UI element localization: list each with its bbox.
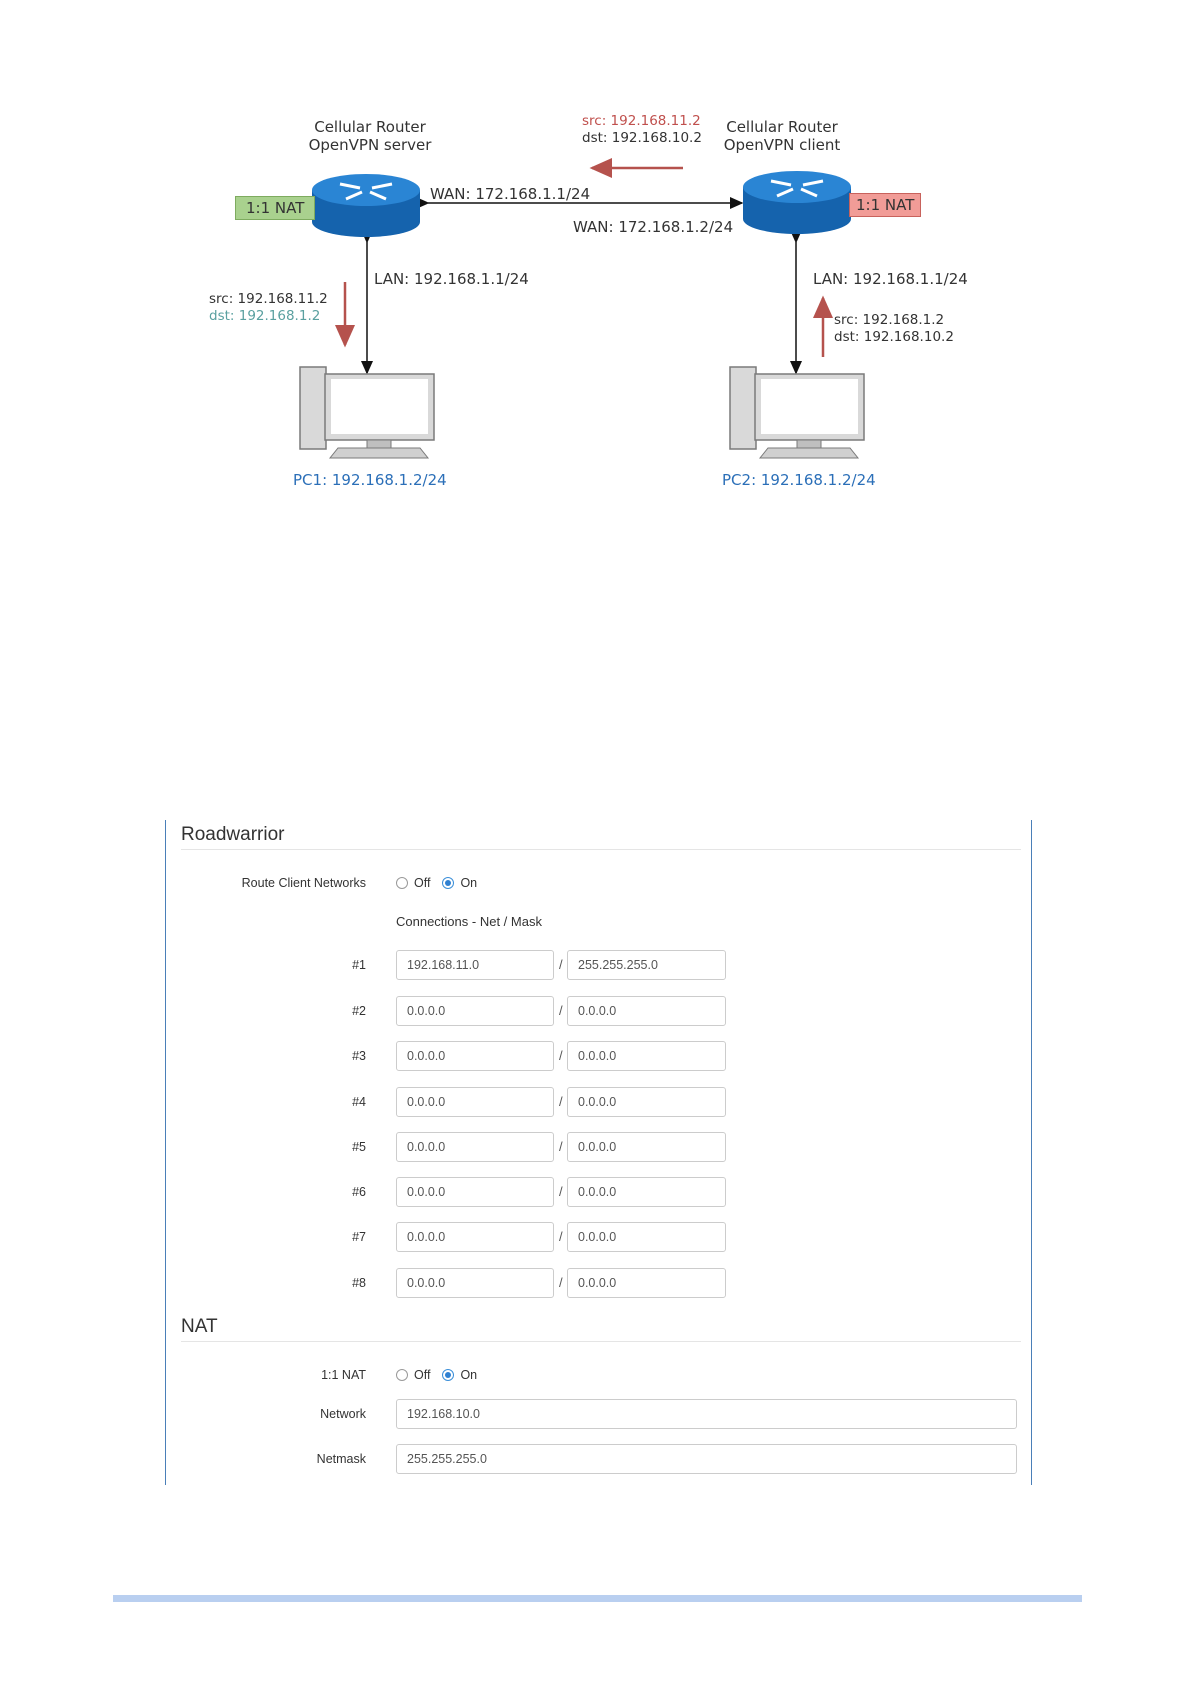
left-dst-label: dst: 192.168.1.2: [209, 308, 321, 324]
client-router-label-line1: Cellular Router: [726, 118, 838, 136]
connection-label: #4: [352, 1095, 366, 1109]
connection-net-input[interactable]: 0.0.0.0: [396, 996, 554, 1026]
top-src-label: src: 192.168.11.2: [582, 113, 701, 129]
connection-mask-input[interactable]: 0.0.0.0: [567, 1087, 726, 1117]
connection-label: #8: [352, 1276, 366, 1290]
nat-off-radio[interactable]: [396, 1369, 408, 1381]
net-mask-separator: /: [559, 1229, 563, 1244]
connection-net-input[interactable]: 0.0.0.0: [396, 1087, 554, 1117]
route-client-networks-radio-group: Off On: [396, 876, 489, 890]
lan-right-label: LAN: 192.168.1.1/24: [813, 270, 968, 288]
router-icon-client: [743, 171, 851, 234]
network-input[interactable]: 192.168.10.0: [396, 1399, 1017, 1429]
connection-net-input[interactable]: 0.0.0.0: [396, 1132, 554, 1162]
nat-badge-server: 1:1 NAT: [235, 196, 316, 220]
net-mask-separator: /: [559, 1184, 563, 1199]
computer-icon-pc2: [729, 366, 865, 459]
client-router-label-line2: OpenVPN client: [723, 136, 841, 154]
nat-title: NAT: [181, 1316, 218, 1337]
connections-header: Connections - Net / Mask: [396, 914, 542, 929]
pc1-label: PC1: 192.168.1.2/24: [293, 471, 447, 489]
net-mask-separator: /: [559, 1139, 563, 1154]
route-off-label[interactable]: Off: [414, 876, 431, 890]
net-mask-separator: /: [559, 1048, 563, 1063]
footer-bar: [113, 1595, 1082, 1602]
nat-on-radio[interactable]: [442, 1369, 455, 1381]
connection-net-input[interactable]: 192.168.11.0: [396, 950, 554, 980]
diagram-lines: [299, 158, 865, 459]
connection-net-input[interactable]: 0.0.0.0: [396, 1222, 554, 1252]
roadwarrior-divider: [181, 849, 1021, 850]
computer-icon-pc1: [299, 366, 435, 459]
top-dst-label: dst: 192.168.10.2: [582, 130, 702, 146]
nat-badge-client: 1:1 NAT: [849, 193, 922, 217]
connection-mask-input[interactable]: 0.0.0.0: [567, 1268, 726, 1298]
nat-1to1-label: 1:1 NAT: [321, 1368, 366, 1382]
network-label: Network: [320, 1407, 366, 1421]
settings-panel: Roadwarrior Route Client Networks Off On…: [165, 820, 1032, 1485]
connection-mask-input[interactable]: 0.0.0.0: [567, 1132, 726, 1162]
connection-net-input[interactable]: 0.0.0.0: [396, 1268, 554, 1298]
server-router-label-line1: Cellular Router: [314, 118, 426, 136]
right-dst-label: dst: 192.168.10.2: [834, 329, 954, 345]
client-router-label: Cellular Router OpenVPN client: [707, 118, 857, 154]
wan-server-label: WAN: 172.168.1.1/24: [430, 185, 591, 203]
connection-net-input[interactable]: 0.0.0.0: [396, 1041, 554, 1071]
server-router-label: Cellular Router OpenVPN server: [295, 118, 445, 154]
lan-left-label: LAN: 192.168.1.1/24: [374, 270, 529, 288]
connection-label: #6: [352, 1185, 366, 1199]
net-mask-separator: /: [559, 1003, 563, 1018]
right-src-label: src: 192.168.1.2: [834, 312, 945, 328]
connection-mask-input[interactable]: 0.0.0.0: [567, 1222, 726, 1252]
connection-label: #3: [352, 1049, 366, 1063]
server-router-label-line2: OpenVPN server: [308, 136, 432, 154]
network-diagram: Cellular Router OpenVPN server Cellular …: [0, 0, 1191, 520]
route-on-radio[interactable]: [442, 877, 455, 889]
connection-net-input[interactable]: 0.0.0.0: [396, 1177, 554, 1207]
net-mask-separator: /: [559, 1275, 563, 1290]
connection-mask-input[interactable]: 255.255.255.0: [567, 950, 726, 980]
connection-mask-input[interactable]: 0.0.0.0: [567, 996, 726, 1026]
roadwarrior-title: Roadwarrior: [181, 824, 285, 845]
net-mask-separator: /: [559, 957, 563, 972]
nat-radio-group: Off On: [396, 1368, 489, 1382]
left-src-label: src: 192.168.11.2: [209, 291, 328, 307]
netmask-label: Netmask: [316, 1452, 366, 1466]
wan-client-label: WAN: 172.168.1.2/24: [573, 218, 734, 236]
connection-label: #7: [352, 1230, 366, 1244]
nat-off-label[interactable]: Off: [414, 1368, 431, 1382]
net-mask-separator: /: [559, 1094, 563, 1109]
nat-divider: [181, 1341, 1021, 1342]
nat-on-label[interactable]: On: [460, 1368, 478, 1382]
router-icon-server: [312, 174, 420, 237]
connection-mask-input[interactable]: 0.0.0.0: [567, 1041, 726, 1071]
netmask-input[interactable]: 255.255.255.0: [396, 1444, 1017, 1474]
route-client-networks-label: Route Client Networks: [241, 876, 366, 890]
connection-label: #2: [352, 1004, 366, 1018]
route-on-label[interactable]: On: [460, 876, 478, 890]
connection-label: #5: [352, 1140, 366, 1154]
connection-label: #1: [352, 958, 366, 972]
route-off-radio[interactable]: [396, 877, 408, 889]
connection-mask-input[interactable]: 0.0.0.0: [567, 1177, 726, 1207]
pc2-label: PC2: 192.168.1.2/24: [722, 471, 876, 489]
